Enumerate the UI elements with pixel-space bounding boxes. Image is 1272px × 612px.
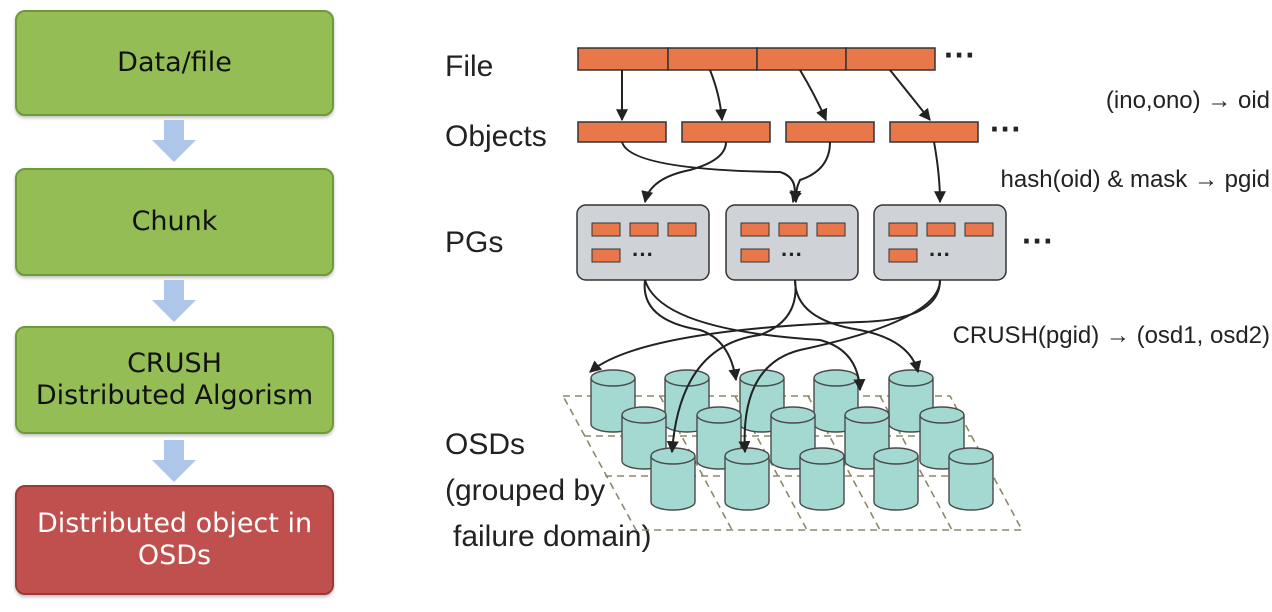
pg-ellipsis: ··· <box>929 242 951 267</box>
osd-cylinder <box>724 447 770 511</box>
objects-ellipsis: ··· <box>990 111 1022 147</box>
arrow <box>794 279 922 374</box>
flow-step-crush: CRUSH Distributed Algorism <box>15 326 334 434</box>
pg-box: ··· <box>873 204 1007 281</box>
mapping-pg-to-osd: CRUSH(pgid) → (osd1, osd2) <box>953 322 1270 349</box>
down-arrow-icon <box>152 120 196 162</box>
osd-cylinder <box>799 447 845 511</box>
arrow <box>643 279 741 382</box>
arrow <box>709 69 728 122</box>
layer-label-pgs: PGs <box>445 226 503 259</box>
file-block <box>756 47 847 71</box>
flow-step-distributed-object: Distributed object in OSDs <box>15 485 334 595</box>
layer-label-objects: Objects <box>445 120 547 153</box>
file-block <box>845 47 936 71</box>
osd-cylinder <box>650 447 696 511</box>
object-blocks <box>577 121 979 143</box>
object-to-pg-arrows <box>621 141 946 204</box>
arrow <box>889 69 931 121</box>
file-block <box>667 47 758 71</box>
osds-label-line: OSDs <box>445 428 525 461</box>
arrow <box>589 279 941 373</box>
flow-step-label: Distributed object in OSDs <box>36 507 313 571</box>
object-block <box>577 121 667 143</box>
osds-label-line: (grouped by <box>445 474 605 507</box>
flow-step-chunk: Chunk <box>15 168 334 276</box>
arrow <box>799 69 828 122</box>
object-block <box>785 121 875 143</box>
osd-cylinders <box>590 369 994 511</box>
layer-label-file: File <box>445 50 493 83</box>
osd-cylinder <box>948 447 994 511</box>
layer-label-osds: OSDs (grouped by failure domain) <box>445 428 651 553</box>
arrow <box>738 279 941 454</box>
pg-box: ··· <box>576 204 710 281</box>
pg-box: ··· <box>725 204 859 281</box>
file-ellipsis: ··· <box>944 37 976 73</box>
file-blocks <box>577 47 936 71</box>
flow-step-data-file: Data/file <box>15 10 334 116</box>
pg-boxes: ··· ··· ··· <box>576 204 1007 281</box>
arrow <box>644 279 866 392</box>
pgs-ellipsis: ··· <box>1022 223 1054 259</box>
file-to-object-arrows <box>616 69 931 122</box>
down-arrow-icon <box>152 280 196 322</box>
mapping-file-to-object: (ino,ono) → oid <box>1106 87 1270 114</box>
object-block <box>889 121 979 143</box>
object-block <box>681 121 771 143</box>
mapping-object-to-pg: hash(oid) & mask → pgid <box>1001 166 1270 193</box>
pg-ellipsis: ··· <box>781 242 803 267</box>
flow-step-label: CRUSH Distributed Algorism <box>35 347 314 411</box>
osd-cylinder <box>873 447 919 511</box>
arrow <box>789 141 831 204</box>
pg-ellipsis: ··· <box>632 242 654 267</box>
down-arrow-icon <box>152 440 196 482</box>
arrow <box>666 279 797 454</box>
arrow <box>641 141 727 204</box>
osds-label-line: failure domain) <box>453 520 651 553</box>
pg-to-osd-arrows <box>589 279 941 454</box>
arrow <box>933 141 946 204</box>
arrow <box>621 141 802 204</box>
flow-step-label: Data/file <box>117 46 232 78</box>
file-block <box>577 47 669 71</box>
flow-step-label: Chunk <box>131 205 218 237</box>
